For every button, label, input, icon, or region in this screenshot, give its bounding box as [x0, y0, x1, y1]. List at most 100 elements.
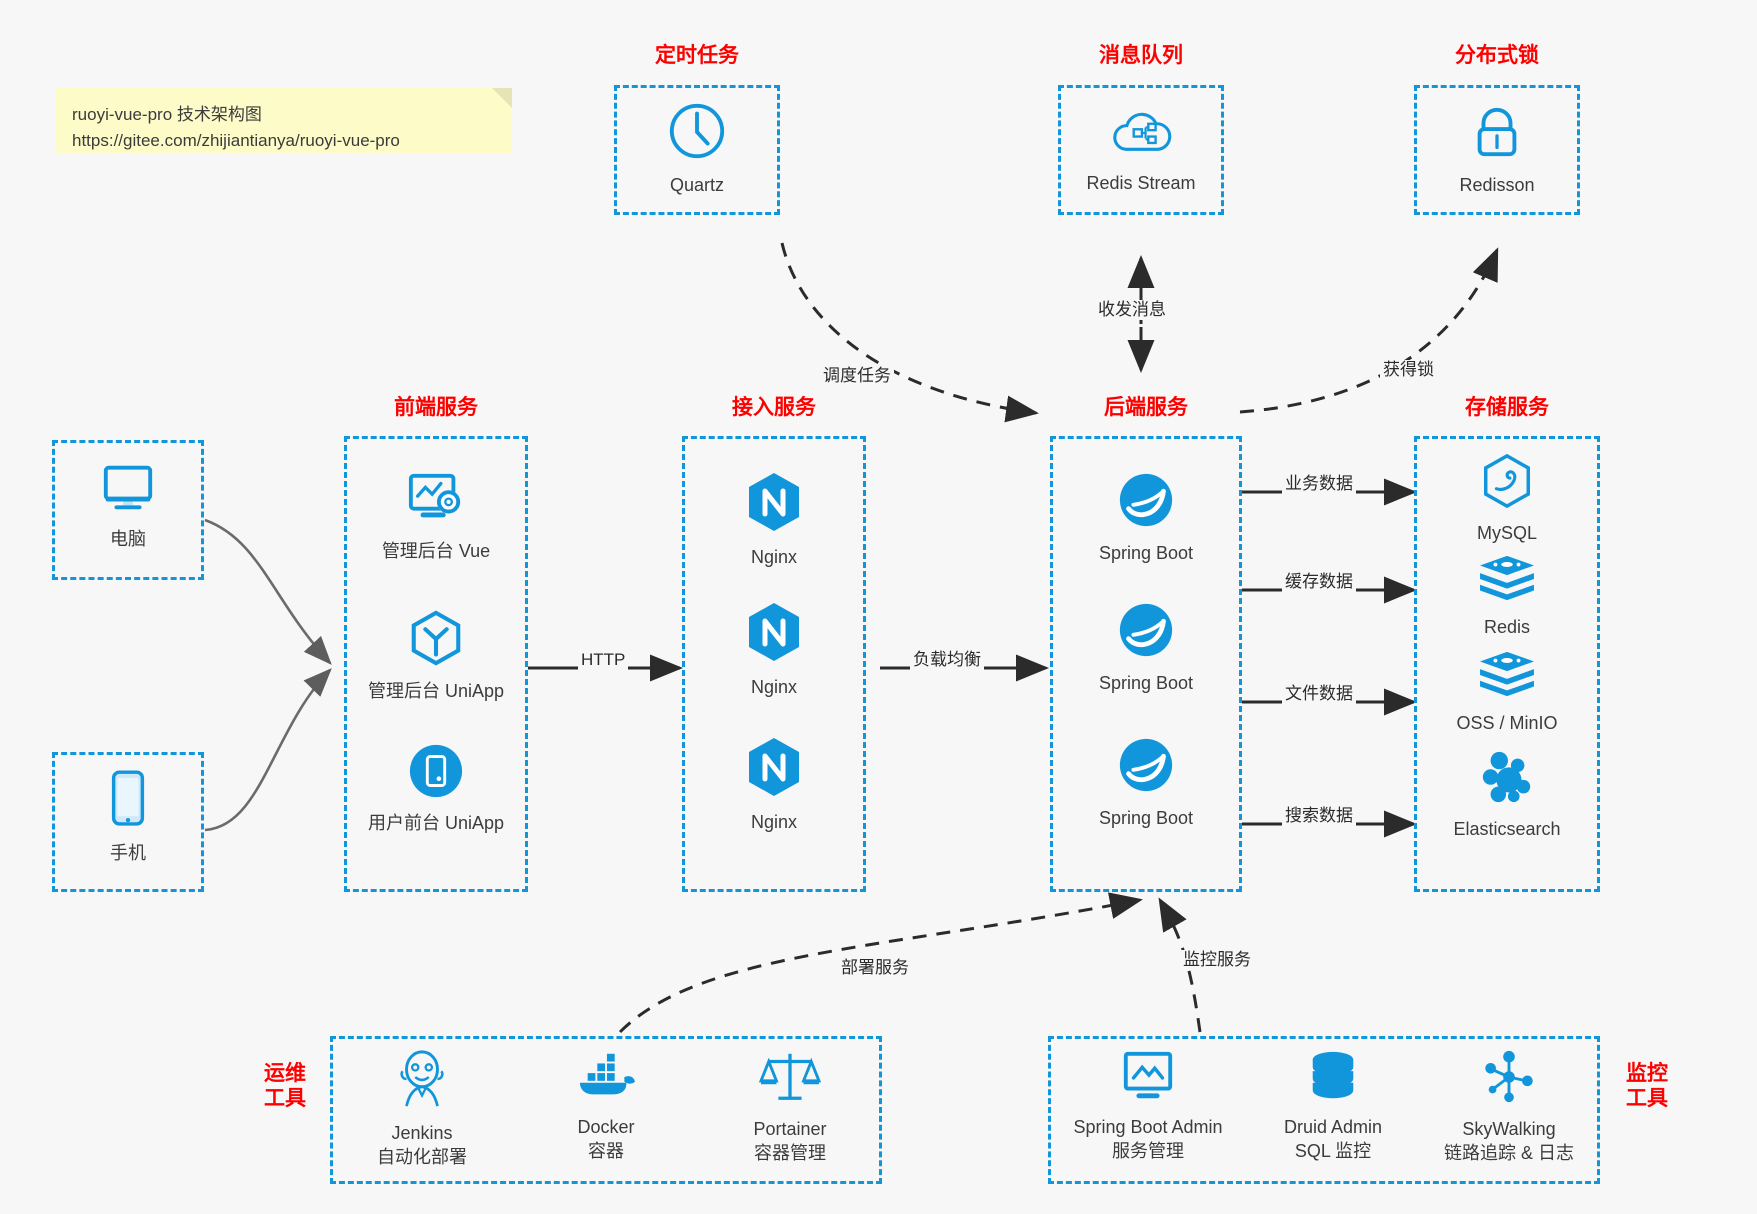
- edge-label-deploy-service: 部署服务: [838, 958, 912, 979]
- group-title-monitoring-line1: 监控: [1626, 1062, 1668, 1085]
- node-label: Redis: [1483, 617, 1531, 637]
- node-desktop[interactable]: 电脑: [52, 460, 204, 551]
- node-sublabel: 服务管理: [1112, 1141, 1184, 1162]
- desktop-computer-icon: [97, 460, 159, 521]
- node-oss-minio[interactable]: OSS / MinIO: [1414, 648, 1600, 735]
- mysql-icon: [1478, 452, 1536, 515]
- node-label: Spring Boot: [1098, 673, 1194, 693]
- group-title-message-queue: 消息队列: [1099, 44, 1183, 67]
- note-url: https://gitee.com/zhijiantianya/ruoyi-vu…: [72, 131, 400, 151]
- node-label: OSS / MinIO: [1456, 713, 1558, 733]
- node-label: Portainer: [753, 1119, 827, 1139]
- node-sublabel: SQL 监控: [1294, 1141, 1372, 1162]
- nginx-icon: [744, 600, 804, 669]
- node-redis-stream[interactable]: Redis Stream: [1058, 104, 1224, 195]
- uniapp-cube-icon: [406, 608, 466, 673]
- node-sublabel: 自动化部署: [377, 1147, 467, 1168]
- node-admin-uniapp[interactable]: 管理后台 UniApp: [344, 608, 528, 703]
- portainer-scales-icon: [758, 1048, 822, 1111]
- node-label: 用户前台 UniApp: [367, 813, 505, 833]
- node-spring-boot-1[interactable]: Spring Boot: [1050, 470, 1242, 565]
- nginx-icon: [744, 735, 804, 804]
- node-spring-boot-3[interactable]: Spring Boot: [1050, 735, 1242, 830]
- group-frontend: [344, 436, 528, 892]
- node-redis[interactable]: Redis: [1414, 552, 1600, 639]
- edge-label-load-balance: 负载均衡: [910, 650, 984, 671]
- nginx-icon: [744, 470, 804, 539]
- group-monitoring: [1048, 1036, 1600, 1184]
- node-label: Elasticsearch: [1453, 819, 1561, 839]
- group-storage: [1414, 436, 1600, 892]
- group-title-gateway: 接入服务: [732, 396, 816, 419]
- node-label: Nginx: [750, 547, 798, 567]
- oss-minio-icon: [1476, 648, 1538, 705]
- group-title-distributed-lock: 分布式锁: [1455, 44, 1539, 67]
- redis-icon: [1476, 552, 1538, 609]
- node-label: 管理后台 Vue: [381, 541, 491, 561]
- node-admin-vue[interactable]: 管理后台 Vue: [344, 470, 528, 563]
- group-distributed-lock: [1414, 85, 1580, 215]
- edge-label-monitor-service: 监控服务: [1180, 950, 1254, 971]
- edge-label-file-data: 文件数据: [1282, 684, 1356, 705]
- clock-icon: [666, 100, 728, 167]
- node-mysql[interactable]: MySQL: [1414, 452, 1600, 545]
- node-druid-admin[interactable]: Druid Admin SQL 监控: [1248, 1048, 1418, 1164]
- node-nginx-2[interactable]: Nginx: [682, 600, 866, 699]
- node-sublabel: 链路追踪 & 日志: [1443, 1143, 1574, 1164]
- node-label: Nginx: [750, 812, 798, 832]
- node-label: 管理后台 UniApp: [367, 681, 505, 701]
- database-icon: [1305, 1048, 1361, 1109]
- group-gateway: [682, 436, 866, 892]
- node-docker[interactable]: Docker 容器: [514, 1048, 698, 1164]
- group-devops: [330, 1036, 882, 1184]
- node-label: Spring Boot: [1098, 808, 1194, 828]
- group-title-devops-line1: 运维: [264, 1062, 306, 1085]
- node-quartz[interactable]: Quartz: [614, 100, 780, 197]
- node-label: Quartz: [669, 175, 725, 195]
- edge-label-business-data: 业务数据: [1282, 474, 1356, 495]
- spring-boot-icon: [1116, 735, 1176, 800]
- edge-label-send-recv-message: 收发消息: [1095, 300, 1169, 321]
- edge-label-search-data: 搜索数据: [1282, 806, 1356, 827]
- node-label: Redis Stream: [1086, 173, 1196, 193]
- spring-boot-icon: [1116, 470, 1176, 535]
- node-label: 手机: [110, 843, 146, 863]
- group-message-queue: [1058, 85, 1224, 215]
- edge-label-http: HTTP: [578, 650, 629, 671]
- node-nginx-3[interactable]: Nginx: [682, 735, 866, 834]
- group-title-monitoring-line2: 工具: [1626, 1086, 1668, 1110]
- edge-label-cache-data: 缓存数据: [1282, 572, 1356, 593]
- node-label: MySQL: [1476, 523, 1537, 543]
- skywalking-node-icon: [1480, 1048, 1538, 1111]
- node-label: Nginx: [750, 677, 798, 697]
- node-label: Docker: [577, 1117, 635, 1137]
- group-title-scheduled-task: 定时任务: [655, 44, 739, 67]
- node-jenkins[interactable]: Jenkins 自动化部署: [330, 1048, 514, 1170]
- node-label: Druid Admin: [1283, 1117, 1383, 1137]
- node-skywalking[interactable]: SkyWalking 链路追踪 & 日志: [1418, 1048, 1600, 1166]
- dashboard-settings-icon: [403, 470, 469, 533]
- node-sublabel: 容器管理: [754, 1143, 826, 1164]
- node-user-uniapp[interactable]: 用户前台 UniApp: [344, 742, 528, 835]
- node-nginx-1[interactable]: Nginx: [682, 470, 866, 569]
- monitor-chart-icon: [1117, 1048, 1179, 1109]
- node-redisson[interactable]: Redisson: [1414, 102, 1580, 197]
- group-title-devops-line2: 工具: [264, 1086, 306, 1110]
- node-elasticsearch[interactable]: Elasticsearch: [1414, 748, 1600, 841]
- elasticsearch-icon: [1477, 748, 1537, 811]
- node-spring-boot-2[interactable]: Spring Boot: [1050, 600, 1242, 695]
- node-portainer[interactable]: Portainer 容器管理: [698, 1048, 882, 1166]
- node-label: Spring Boot: [1098, 543, 1194, 563]
- group-client-desktop: [52, 440, 204, 580]
- group-scheduled-task: [614, 85, 780, 215]
- node-mobile[interactable]: 手机: [52, 768, 204, 865]
- node-label: Spring Boot Admin: [1073, 1117, 1223, 1137]
- node-label: Redisson: [1459, 175, 1535, 195]
- group-title-frontend: 前端服务: [394, 396, 478, 419]
- node-label: 电脑: [110, 529, 146, 549]
- note-fold-corner: [492, 88, 512, 108]
- node-spring-boot-admin[interactable]: Spring Boot Admin 服务管理: [1048, 1048, 1248, 1164]
- note-title: ruoyi-vue-pro 技术架构图: [72, 105, 262, 124]
- group-title-devops: 运维 工具: [254, 1062, 316, 1112]
